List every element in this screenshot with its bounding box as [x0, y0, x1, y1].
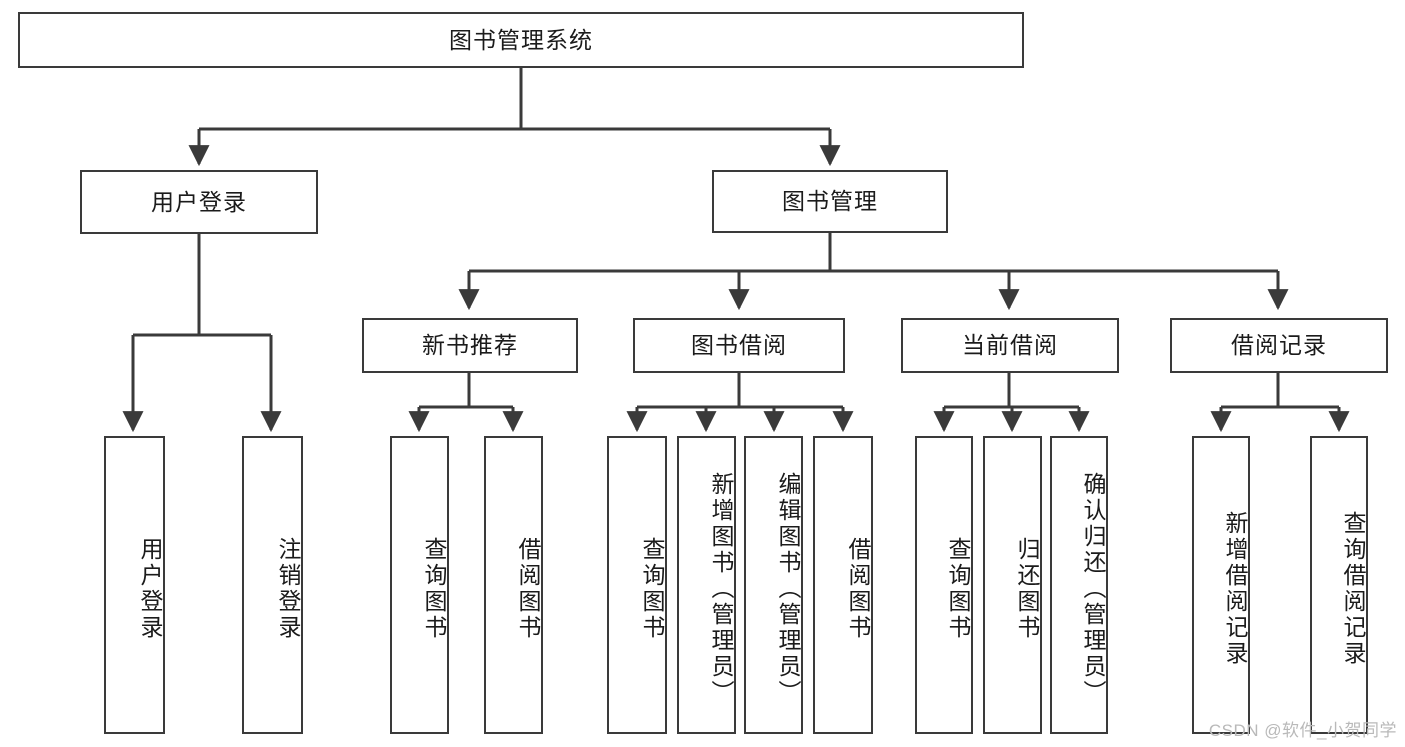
node-leaf-query-book-1[interactable]: 查询图书 [390, 436, 449, 734]
node-book-borrow-label: 图书借阅 [691, 332, 787, 359]
node-current-borrow[interactable]: 当前借阅 [901, 318, 1119, 373]
node-borrow-record[interactable]: 借阅记录 [1170, 318, 1388, 373]
node-leaf-query-record-label: 查询借阅记录 [1340, 511, 1366, 667]
node-leaf-add-book[interactable]: 新增图书（管理员） [677, 436, 736, 734]
node-user-login-label: 用户登录 [151, 188, 247, 215]
node-leaf-query-book-3-label: 查询图书 [945, 537, 971, 641]
node-leaf-borrow-book-1-label: 借阅图书 [515, 537, 541, 641]
node-book-manage[interactable]: 图书管理 [712, 170, 948, 233]
node-leaf-add-record[interactable]: 新增借阅记录 [1192, 436, 1250, 734]
node-leaf-confirm-return-label: 确认归还（管理员） [1080, 472, 1106, 706]
node-leaf-query-book-3[interactable]: 查询图书 [915, 436, 973, 734]
node-leaf-confirm-return[interactable]: 确认归还（管理员） [1050, 436, 1108, 734]
node-leaf-add-book-label: 新增图书（管理员） [708, 472, 734, 706]
csdn-watermark: CSDN @软件_小贺同学 [1208, 721, 1397, 740]
node-leaf-borrow-book-2[interactable]: 借阅图书 [813, 436, 873, 734]
node-leaf-query-book-2[interactable]: 查询图书 [607, 436, 667, 734]
node-new-book-rec-label: 新书推荐 [422, 332, 518, 359]
node-leaf-return-book-label: 归还图书 [1014, 537, 1040, 641]
node-leaf-user-login-label: 用户登录 [137, 537, 163, 641]
node-leaf-query-record[interactable]: 查询借阅记录 [1310, 436, 1368, 734]
node-book-manage-label: 图书管理 [782, 188, 878, 215]
node-root-label: 图书管理系统 [449, 26, 593, 53]
node-user-login[interactable]: 用户登录 [80, 170, 318, 234]
node-leaf-edit-book[interactable]: 编辑图书（管理员） [744, 436, 803, 734]
node-root[interactable]: 图书管理系统 [18, 12, 1024, 68]
node-borrow-record-label: 借阅记录 [1231, 332, 1327, 359]
node-leaf-user-login[interactable]: 用户登录 [104, 436, 165, 734]
node-current-borrow-label: 当前借阅 [962, 332, 1058, 359]
node-leaf-add-record-label: 新增借阅记录 [1222, 511, 1248, 667]
node-leaf-borrow-book-2-label: 借阅图书 [845, 537, 871, 641]
node-leaf-return-book[interactable]: 归还图书 [983, 436, 1042, 734]
node-leaf-borrow-book-1[interactable]: 借阅图书 [484, 436, 543, 734]
node-leaf-logout-label: 注销登录 [275, 537, 301, 641]
node-leaf-logout[interactable]: 注销登录 [242, 436, 303, 734]
node-leaf-edit-book-label: 编辑图书（管理员） [775, 472, 801, 706]
node-new-book-rec[interactable]: 新书推荐 [362, 318, 578, 373]
node-leaf-query-book-2-label: 查询图书 [639, 537, 665, 641]
node-book-borrow[interactable]: 图书借阅 [633, 318, 845, 373]
node-leaf-query-book-1-label: 查询图书 [421, 537, 447, 641]
